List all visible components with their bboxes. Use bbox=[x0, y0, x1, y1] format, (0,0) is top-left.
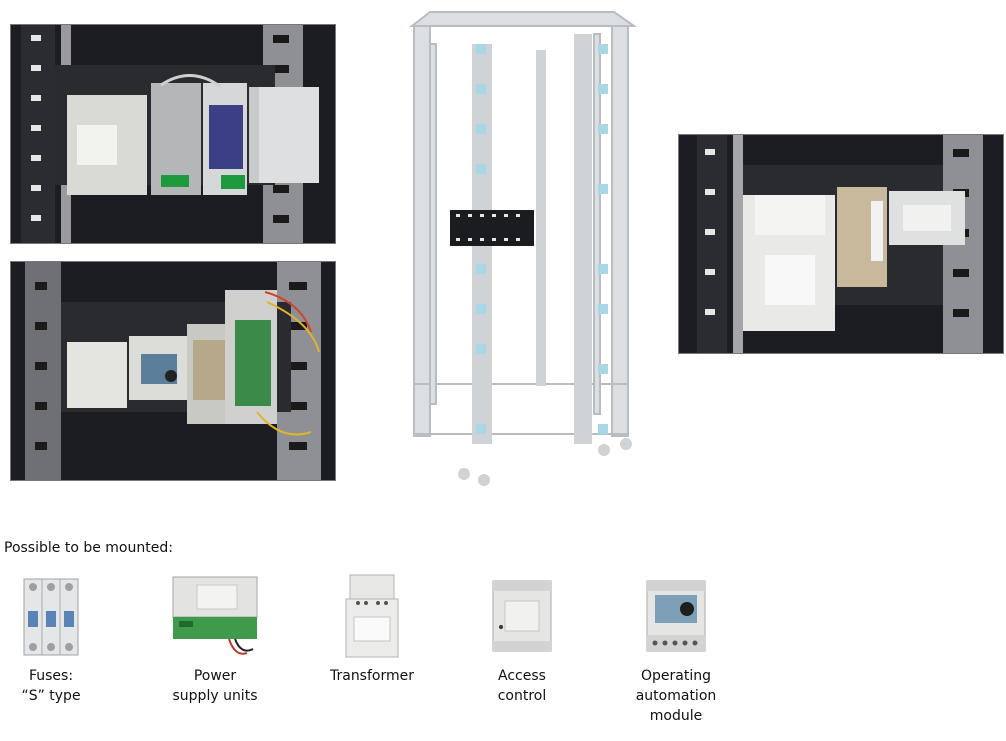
rack-cabinet-illustration bbox=[404, 4, 638, 492]
item-fuses: Fuses:“S” type bbox=[0, 568, 116, 706]
transformer-icon bbox=[345, 574, 399, 658]
photo-transformer-rail bbox=[678, 134, 1004, 354]
automation-module-icon bbox=[646, 580, 706, 652]
access-control-icon bbox=[492, 580, 552, 652]
intro-text: Possible to be mounted: bbox=[4, 540, 173, 556]
photo-din-rail-power-supplies bbox=[10, 24, 336, 244]
item-transformer: Transformer bbox=[307, 568, 437, 686]
fuses-icon bbox=[23, 578, 79, 656]
item-label: Transformer bbox=[329, 668, 414, 684]
power-supply-icon bbox=[172, 576, 258, 655]
item-label: Fuses:“S” type bbox=[21, 668, 81, 704]
photo-access-control-assembly bbox=[10, 261, 336, 481]
